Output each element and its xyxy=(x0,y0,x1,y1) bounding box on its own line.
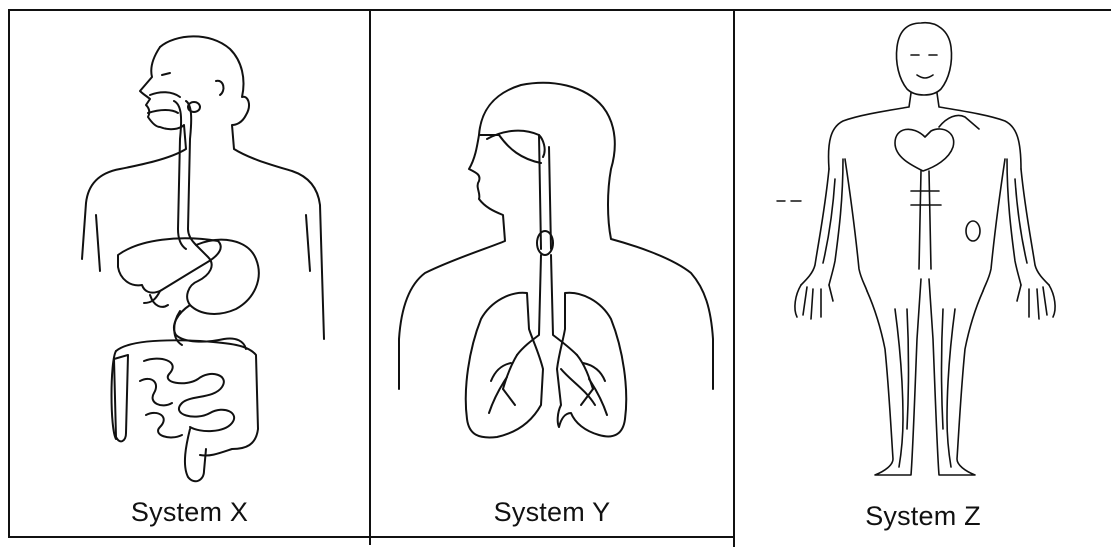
digestive-system-figure xyxy=(10,9,369,489)
caption-system-z: System Z xyxy=(735,501,1111,532)
respiratory-system-figure xyxy=(371,9,733,489)
panel-system-y: System Y xyxy=(371,9,733,536)
caption-system-x: System X xyxy=(10,497,369,528)
caption-system-y: System Y xyxy=(371,497,733,528)
panel-system-z: System Z xyxy=(735,9,1111,536)
panel-system-x: System X xyxy=(10,9,369,536)
circulatory-system-figure xyxy=(735,9,1111,489)
